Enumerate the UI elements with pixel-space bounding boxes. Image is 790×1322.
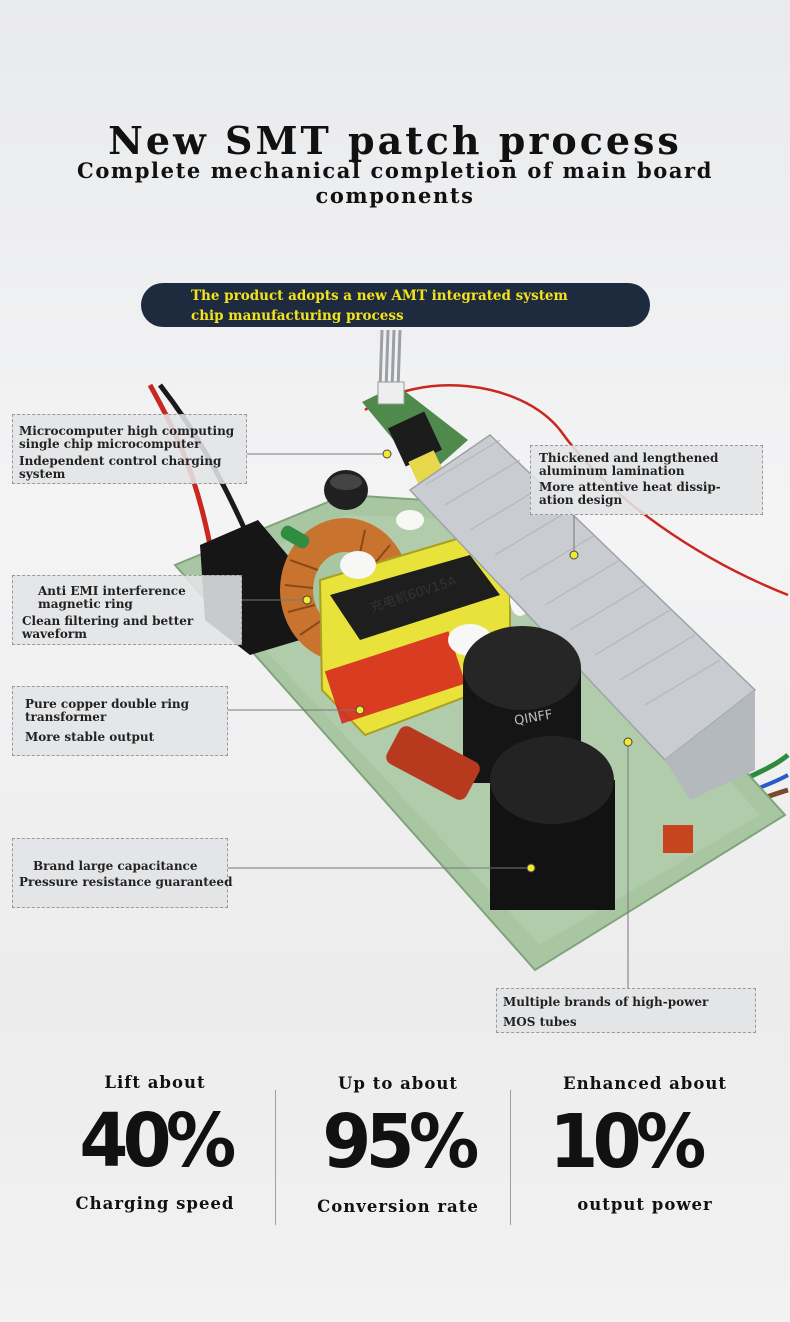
page-subtitle: Complete mechanical completion of main b…: [77, 158, 713, 208]
red-wire-right: [364, 384, 789, 597]
divider: [510, 1090, 511, 1225]
callout-microcomputer: Microcomputer high computing single chip…: [12, 414, 247, 484]
small-red-cap: [663, 825, 693, 853]
stat-label: Enhanced about: [563, 1074, 727, 1093]
callout-capacitance: Brand large capacitance Pressure resista…: [12, 838, 232, 908]
stat-label: Up to about: [338, 1074, 458, 1093]
capacitor-2-top: [490, 736, 614, 824]
glue-blob: [340, 551, 376, 579]
capacitor-1-top: [463, 626, 581, 710]
page-title: New SMT patch process: [108, 118, 682, 163]
stat-caption: Charging speed: [75, 1194, 235, 1213]
stat-caption: output power: [577, 1195, 713, 1214]
process-banner: The product adopts a new AMT integrated …: [141, 283, 650, 327]
heatsink-fins: [665, 690, 755, 800]
green-inductor: [280, 525, 310, 549]
stat-value: 95%: [322, 1099, 479, 1185]
stat-value: 10%: [549, 1099, 706, 1185]
callout-mos: Multiple brands of high-power MOS tubes: [496, 988, 756, 1033]
transformer-top: [330, 555, 500, 640]
callout-transformer: Pure copper double ring transformer More…: [12, 686, 228, 756]
divider: [275, 1090, 276, 1225]
capacitor-label: QINFF: [513, 707, 554, 729]
connector: [377, 381, 405, 405]
stat-value: 40%: [79, 1098, 236, 1184]
stat-label: Lift about: [104, 1073, 206, 1092]
ribbon-cable: [378, 329, 402, 391]
marker-dot: [382, 449, 392, 459]
callout-aluminum: Thickened and lengthened aluminum lamina…: [530, 445, 763, 515]
red-winding: [324, 631, 466, 724]
stat-charging-speed: Lift about 40% Charging speed: [40, 1073, 270, 1213]
callout-emi-ring: Anti EMI interference magnetic ring Clea…: [12, 575, 242, 645]
stat-conversion-rate: Up to about 95% Conversion rate: [283, 1074, 513, 1216]
stat-caption: Conversion rate: [317, 1197, 479, 1216]
banner-line-1: The product adopts a new AMT integrated …: [191, 288, 568, 304]
banner-line-2: chip manufacturing process: [191, 308, 404, 324]
stat-output-power: Enhanced about 10% output power: [530, 1074, 760, 1214]
x-capacitor: [386, 726, 480, 800]
